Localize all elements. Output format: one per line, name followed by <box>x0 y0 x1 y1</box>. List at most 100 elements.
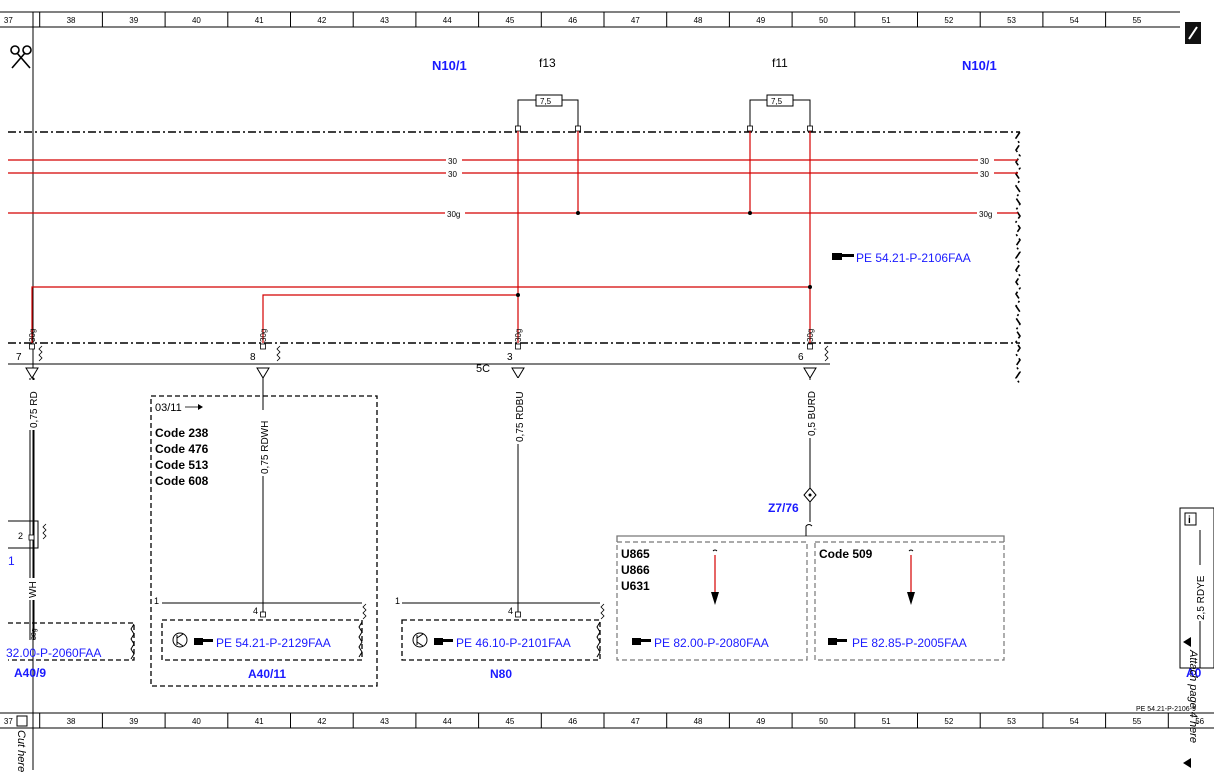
svg-text:7,5: 7,5 <box>771 97 783 106</box>
svg-text:A40/9: A40/9 <box>14 666 46 680</box>
n10-label-right[interactable]: N10/1 <box>962 58 997 73</box>
bottom-ruler-cell-label: 42 <box>317 717 326 726</box>
svg-text:8: 8 <box>250 352 256 363</box>
info-icon[interactable]: i <box>1184 512 1197 526</box>
svg-text:1: 1 <box>8 554 15 568</box>
svg-text:03/11: 03/11 <box>155 402 182 414</box>
bus-label-30a: 30 <box>448 157 457 166</box>
svg-text:Code 608: Code 608 <box>155 474 209 488</box>
fuse-f11[interactable]: 7,5 f11 <box>747 56 813 132</box>
svg-text:Attach page 4 here: Attach page 4 here <box>1187 649 1199 743</box>
ref-pe-2080[interactable]: PE 82.00-P-2080FAA <box>654 636 769 650</box>
bottom-ruler-cell-label: 41 <box>255 717 264 726</box>
top-ruler-cell-label: 53 <box>1007 16 1016 25</box>
left-partial-connector: 2 1 <box>8 520 47 568</box>
bottom-ruler-cell-label: 38 <box>67 717 76 726</box>
top-ruler-cell-label: 52 <box>944 16 953 25</box>
svg-text:30g: 30g <box>514 329 523 342</box>
power-bus <box>8 159 1018 214</box>
pointing-hand-icon <box>194 638 213 645</box>
svg-text:30g: 30g <box>28 329 37 342</box>
top-ruler-cell-label: 46 <box>568 16 577 25</box>
z7-76-splice[interactable]: Z7/76 <box>768 487 817 522</box>
right-info-panel: i 2,5 RDYE A0 PE 54.21-P-2106-9 <box>1136 507 1214 713</box>
pointing-hand-icon <box>434 638 453 645</box>
attach-page-note: Attach page 4 here <box>1183 649 1199 768</box>
svg-text:Z7/76: Z7/76 <box>768 501 799 515</box>
svg-text:30g: 30g <box>979 210 992 219</box>
a40-11-module[interactable]: 1 4 PE 54.21-P-2129FAA A40/11 <box>154 596 367 681</box>
svg-text:i: i <box>1188 515 1191 526</box>
svg-text:4: 4 <box>253 606 258 616</box>
bottom-ruler-cell-label: 55 <box>1132 717 1141 726</box>
connector-row: 7 8 5C 3 6 <box>8 343 830 379</box>
top-ruler-cell-label: 55 <box>1132 16 1141 25</box>
internal-wires <box>31 131 812 343</box>
svg-text:WH: WH <box>28 581 39 598</box>
connector-tags: 30g 30g 30g 30g <box>28 329 815 342</box>
bottom-ruler-cell-label: 50 <box>819 717 828 726</box>
svg-text:2: 2 <box>18 531 23 541</box>
code-box-a40-11: 03/11 Code 238 Code 476 Code 513 Code 60… <box>150 395 378 687</box>
bottom-ruler-cell-label: 49 <box>756 717 765 726</box>
top-ruler-cell-label: 45 <box>505 16 514 25</box>
fuse-f13[interactable]: 7,5 f13 <box>515 56 581 132</box>
top-ruler-cell-label: 42 <box>317 16 326 25</box>
pencil-icon[interactable] <box>1185 22 1201 44</box>
svg-text:30: 30 <box>448 170 457 179</box>
bottom-ruler-cell-label: 43 <box>380 717 389 726</box>
ref-pe-2106[interactable]: PE 54.21-P-2106FAA <box>832 251 971 265</box>
bottom-ruler-cell-label: 48 <box>694 717 703 726</box>
svg-text:U866: U866 <box>621 563 650 577</box>
svg-text:U631: U631 <box>621 579 650 593</box>
top-ruler-cell-label: 51 <box>882 16 891 25</box>
n80-module[interactable]: 1 4 PE 46.10-P-2101FAA N80 <box>395 596 605 681</box>
bottom-ruler-cell-label: 54 <box>1070 717 1079 726</box>
top-ruler-cell-label: 43 <box>380 16 389 25</box>
svg-text:Code 513: Code 513 <box>155 458 209 472</box>
wire-0-5-burd: 0,5 BURD <box>807 391 818 436</box>
svg-text:7: 7 <box>16 352 22 363</box>
svg-text:Cut here: Cut here <box>15 730 27 772</box>
svg-text:A40/11: A40/11 <box>248 667 286 681</box>
top-ruler-cell-label: 48 <box>694 16 703 25</box>
svg-text:30g: 30g <box>447 210 460 219</box>
a40-9-module[interactable]: 32.00-P-2060FAA A40/9 <box>6 622 135 680</box>
top-ruler-cell-label: 39 <box>129 16 138 25</box>
bottom-ruler-cell-label: 39 <box>129 717 138 726</box>
pointing-hand-icon <box>828 638 847 645</box>
variant-box-u865: U865 U866 U631 PE 82.00-P-2080FAA <box>616 541 808 661</box>
top-ruler-cell-label: 41 <box>255 16 264 25</box>
wire-0-75-rdwh: 0,75 RDWH <box>260 421 271 474</box>
wire-0-75-rd: 0,75 RD <box>29 391 40 428</box>
svg-text:1: 1 <box>395 596 400 606</box>
top-ruler-cell-label: 47 <box>631 16 640 25</box>
wire-0-75-rdbu: 0,75 RDBU <box>515 391 526 442</box>
n10-label-left[interactable]: N10/1 <box>432 58 467 73</box>
bottom-ruler-cell-label: 37 <box>4 717 13 726</box>
svg-text:PE 54.21-P-2106-9: PE 54.21-P-2106-9 <box>1136 706 1196 713</box>
svg-text:Code 238: Code 238 <box>155 426 209 440</box>
variant-box-code509: Code 509 PE 82.85-P-2005FAA <box>814 541 1005 661</box>
pointing-hand-icon <box>832 253 854 260</box>
bottom-ruler-cell-label: 40 <box>192 717 201 726</box>
wire-labels: 0,75 RD 0,75 RDWH 0,75 RDBU 0,5 BURD WH … <box>25 378 818 640</box>
bottom-ruler-cell-label: 53 <box>1007 717 1016 726</box>
ref-pe-2101: PE 46.10-P-2101FAA <box>456 636 571 650</box>
svg-text:30g: 30g <box>31 628 38 640</box>
svg-text:Code 509: Code 509 <box>819 547 873 561</box>
svg-text:30g: 30g <box>806 329 815 342</box>
svg-text:30: 30 <box>980 157 989 166</box>
ref-pe-2005[interactable]: PE 82.85-P-2005FAA <box>852 636 967 650</box>
transistor-icon <box>172 632 188 648</box>
scissors-icon[interactable] <box>10 45 32 69</box>
top-ruler-cell-label: 38 <box>67 16 76 25</box>
svg-text:32.00-P-2060FAA: 32.00-P-2060FAA <box>6 646 101 660</box>
svg-text:30: 30 <box>980 170 989 179</box>
svg-text:3: 3 <box>507 352 513 363</box>
bus-labels: 30 30 30 30 30g 30g <box>445 155 997 219</box>
transistor-icon <box>412 632 428 648</box>
